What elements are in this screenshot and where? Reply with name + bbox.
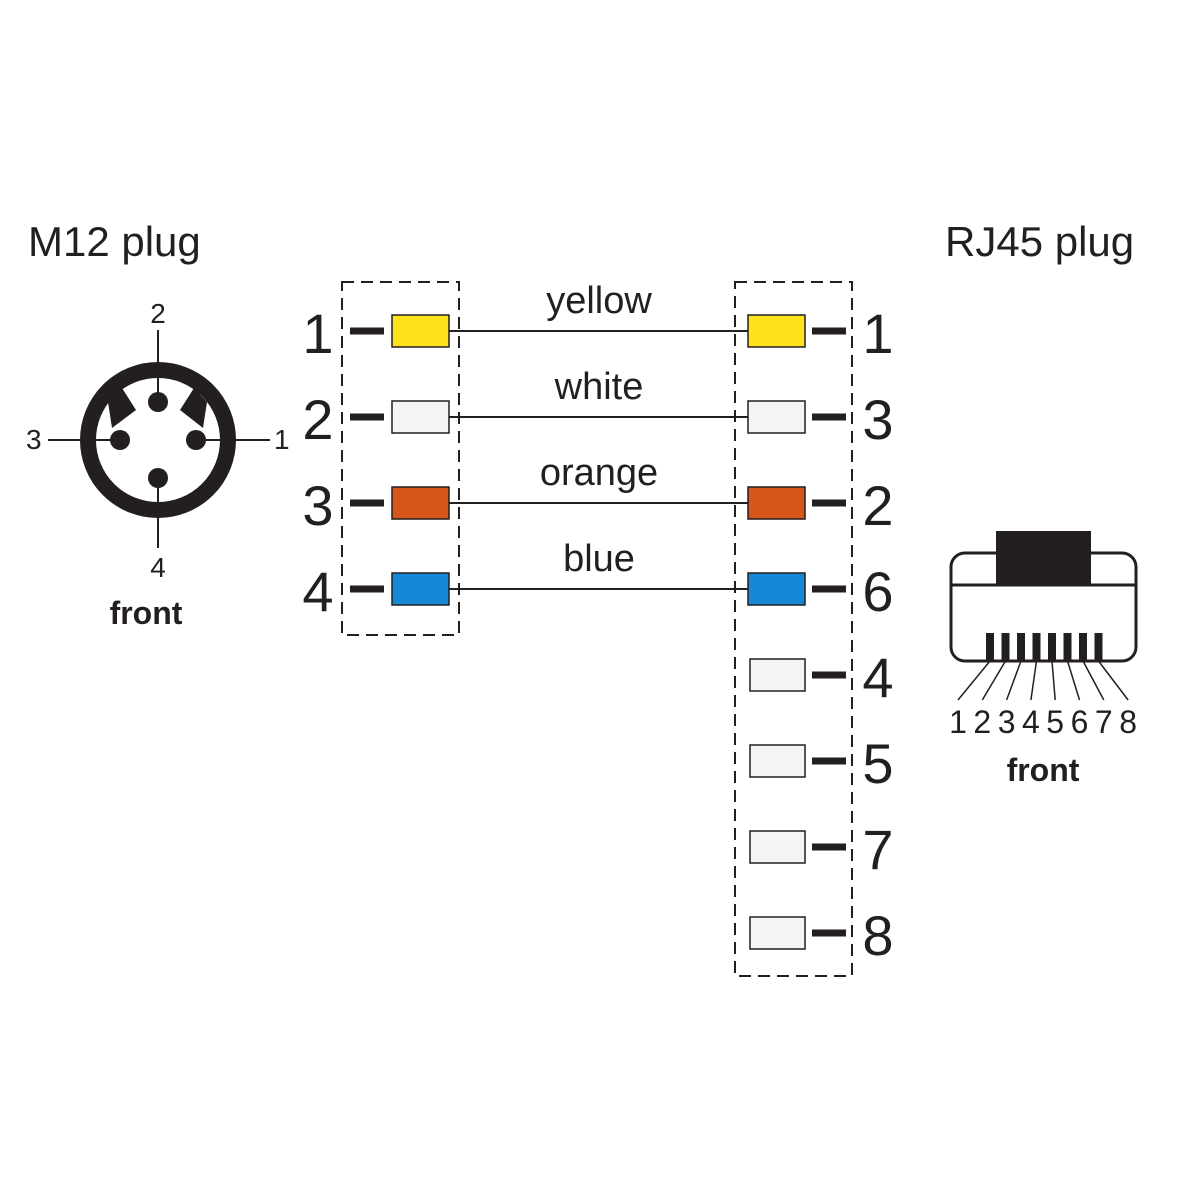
- m12-pin-block: [341, 281, 460, 636]
- rj45-contact-leader: [1005, 660, 1022, 701]
- rj45-latch: [996, 531, 1091, 585]
- rj45-wire-terminal: [747, 400, 806, 434]
- m12-pin-number: 2: [302, 388, 333, 451]
- rj45-contact-label: 6: [1071, 704, 1089, 740]
- wire-color-label: yellow: [546, 280, 652, 322]
- m12-pin-label-1: 1: [274, 424, 290, 455]
- m12-pin-4: [148, 468, 168, 488]
- m12-wire-terminal: [391, 314, 450, 348]
- m12-title: M12 plug: [28, 218, 201, 265]
- m12-pin-label-4: 4: [150, 552, 166, 583]
- rj45-pin-number: 7: [862, 818, 893, 881]
- rj45-contact-2: 2: [973, 633, 1010, 740]
- m12-pin-3: [110, 430, 130, 450]
- rj45-contact-blade: [1063, 633, 1072, 661]
- m12-key-notch: [180, 388, 207, 428]
- m12-pin-number: 3: [302, 474, 333, 537]
- rj45-title: RJ45 plug: [945, 218, 1134, 265]
- rj45-contact-blade: [986, 633, 994, 661]
- m12-connector: 1 2 3 4 front: [26, 298, 290, 631]
- unused-pin-5: 5: [749, 732, 894, 795]
- rj45-contact-leader: [1097, 660, 1129, 701]
- m12-pin-number: 1: [302, 302, 333, 365]
- unused-pin-8: 8: [749, 904, 894, 967]
- rj45-empty-terminal: [749, 658, 806, 692]
- m12-pin-number: 4: [302, 560, 333, 623]
- wire-yellow: 1 yellow 1: [302, 280, 893, 365]
- rj45-contact-blade: [1048, 633, 1056, 661]
- rj45-contact-blade: [1079, 633, 1087, 661]
- rj45-contact-label: 7: [1095, 704, 1113, 740]
- rj45-contact-blade: [1017, 633, 1025, 661]
- rj45-contact-blade: [1094, 633, 1103, 661]
- rj45-contact-label: 1: [949, 704, 967, 740]
- wire-blue: 4 blue 6: [302, 538, 893, 623]
- rj45-contact-leader: [981, 660, 1007, 701]
- m12-pin-1: [186, 430, 206, 450]
- wire-white: 2 white 3: [302, 366, 893, 451]
- rj45-face-label: front: [1007, 752, 1080, 788]
- rj45-contact-leader: [1051, 660, 1056, 701]
- rj45-pin-block: [734, 281, 853, 977]
- wire-color-label: blue: [563, 538, 635, 580]
- rj45-contact-label: 2: [973, 704, 991, 740]
- rj45-contact-7: 7: [1079, 633, 1113, 740]
- rj45-empty-terminal: [749, 744, 806, 778]
- rj45-contact-4: 4: [1022, 633, 1041, 740]
- rj45-wire-terminal: [747, 572, 806, 606]
- unused-pin-7: 7: [749, 818, 894, 881]
- rj45-pin-number: 8: [862, 904, 893, 967]
- unused-rj45-pins: 4 5 7 8: [749, 646, 894, 967]
- rj45-contact-leader: [1030, 660, 1038, 701]
- rj45-wire-terminal: [747, 314, 806, 348]
- rj45-contact-label: 5: [1046, 704, 1064, 740]
- rj45-pin-number: 1: [862, 302, 893, 365]
- rj45-contact-label: 3: [998, 704, 1016, 740]
- rj45-contact-leader: [1066, 660, 1081, 701]
- rj45-contact-5: 5: [1046, 633, 1064, 740]
- rj45-wire-terminal: [747, 486, 806, 520]
- rj45-contact-8: 8: [1094, 633, 1137, 740]
- rj45-pin-number: 3: [862, 388, 893, 451]
- rj45-pin-number: 5: [862, 732, 893, 795]
- rj45-contact-label: 4: [1022, 704, 1040, 740]
- wires: 1 yellow 1 2 white 3 3 orange 2 4 blue 6: [302, 280, 893, 623]
- m12-face-label: front: [110, 595, 183, 631]
- rj45-empty-terminal: [749, 916, 806, 950]
- rj45-contact-1: 1: [949, 633, 994, 740]
- rj45-contact-leader: [1082, 660, 1105, 701]
- m12-pin-2: [148, 392, 168, 412]
- m12-wire-terminal: [391, 486, 450, 520]
- m12-pin-label-3: 3: [26, 424, 42, 455]
- m12-pin-label-2: 2: [150, 298, 166, 329]
- wire-orange: 3 orange 2: [302, 452, 893, 537]
- rj45-contact-blade: [1001, 633, 1010, 661]
- wire-color-label: orange: [540, 452, 658, 494]
- m12-wire-terminal: [391, 572, 450, 606]
- rj45-pin-number: 2: [862, 474, 893, 537]
- rj45-contact-blade: [1032, 633, 1041, 661]
- rj45-contact-label: 8: [1119, 704, 1137, 740]
- unused-pin-4: 4: [749, 646, 894, 709]
- rj45-contact-3: 3: [998, 633, 1025, 740]
- rj45-contact-leader: [957, 660, 991, 701]
- rj45-pin-number: 4: [862, 646, 893, 709]
- m12-key-notch: [108, 388, 136, 428]
- wire-color-label: white: [554, 366, 644, 408]
- m12-wire-terminal: [391, 400, 450, 434]
- rj45-empty-terminal: [749, 830, 806, 864]
- rj45-contact-6: 6: [1063, 633, 1089, 740]
- rj45-pin-number: 6: [862, 560, 893, 623]
